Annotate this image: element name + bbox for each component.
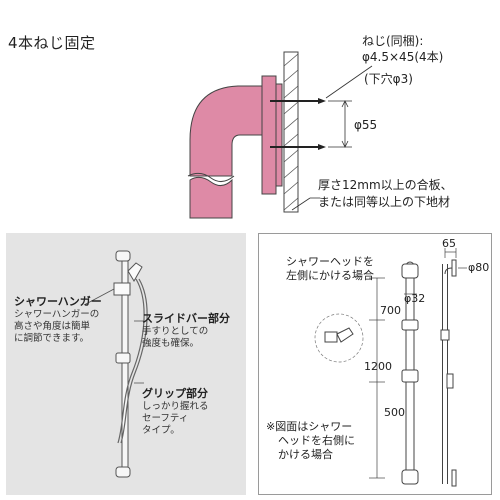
slide-bar-title: スライドバー部分 bbox=[142, 312, 230, 325]
shower-bar-illustration bbox=[83, 250, 148, 478]
figure-note-2: ヘッドを右側に bbox=[278, 434, 355, 447]
flange-step bbox=[275, 83, 283, 187]
pipe-break bbox=[187, 172, 235, 182]
dim-phi80: φ80 bbox=[468, 261, 490, 274]
screw-lower bbox=[270, 144, 326, 150]
grip-desc-2: セーフティ bbox=[142, 413, 189, 424]
hanger-desc-2: 高さや角度は簡単 bbox=[14, 321, 91, 332]
grip-title: グリップ部分 bbox=[142, 387, 208, 400]
dimension-drawing bbox=[314, 248, 467, 487]
slide-bar-desc-2: 強度も確保。 bbox=[142, 338, 200, 349]
installation-title: 4本ねじ固定 bbox=[8, 34, 96, 52]
features-panel bbox=[6, 233, 246, 495]
wall-hatch bbox=[283, 53, 299, 211]
installation-diagram bbox=[187, 51, 373, 219]
pipe-elbow bbox=[189, 85, 263, 177]
pilot-hole-label: (下穴φ3) bbox=[364, 72, 413, 86]
dim-65: 65 bbox=[442, 237, 456, 250]
hanger-desc-1: シャワーハンガーの bbox=[14, 309, 100, 320]
figure-note-1: ※図面はシャワー bbox=[266, 420, 353, 433]
grip-desc-3: タイプ。 bbox=[142, 425, 180, 436]
phi55-label: φ55 bbox=[354, 118, 378, 132]
screw-leader bbox=[325, 65, 373, 99]
screw-spec-size: φ4.5×45(4本) bbox=[362, 50, 444, 64]
screw-upper bbox=[270, 98, 326, 104]
flange bbox=[261, 75, 277, 195]
dim-500: 500 bbox=[384, 406, 405, 419]
substrate-line2: または同等以上の下地材 bbox=[318, 195, 451, 209]
dim-700: 700 bbox=[380, 304, 401, 317]
dimensions-panel bbox=[258, 233, 492, 495]
grip-desc-1: しっかり握れる bbox=[142, 401, 209, 412]
hanger-desc-3: に調節できます。 bbox=[14, 333, 90, 344]
left-hang-note-2: 左側にかける場合 bbox=[286, 269, 374, 282]
figure-note-3: かける場合 bbox=[278, 448, 333, 461]
wall-board bbox=[283, 51, 299, 213]
screw-spec-label: ねじ(同梱): bbox=[362, 34, 424, 48]
hanger-title: シャワーハンガー bbox=[14, 295, 102, 308]
left-hang-note-1: シャワーヘッドを bbox=[286, 255, 374, 268]
slide-bar-desc-1: 手すりとしての bbox=[142, 326, 209, 337]
substrate-line1: 厚さ12mm以上の合板、 bbox=[318, 178, 453, 192]
dim-phi32: φ32 bbox=[404, 292, 426, 305]
substrate-leader bbox=[291, 197, 311, 211]
pipe-lower bbox=[189, 176, 233, 219]
dim-1200: 1200 bbox=[364, 360, 392, 373]
